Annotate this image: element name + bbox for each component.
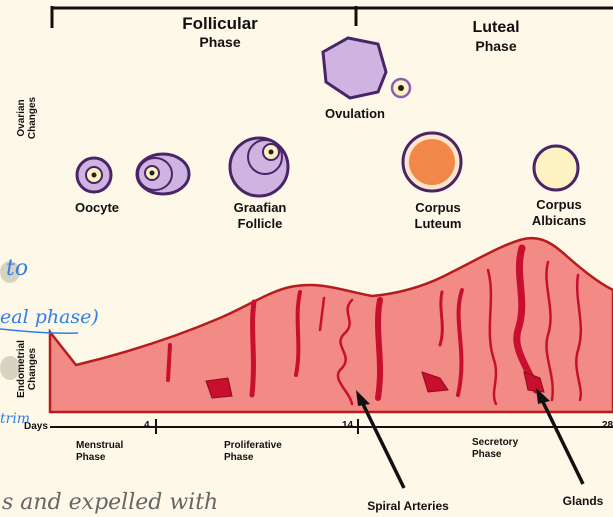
corpus-albicans bbox=[534, 146, 578, 190]
ovarian-line2: Changes bbox=[27, 88, 38, 148]
proliferative-line1: Proliferative bbox=[224, 440, 282, 452]
released-ovum bbox=[392, 79, 410, 97]
menstrual-phase-label: Menstrual Phase bbox=[76, 440, 123, 464]
luteal-line2: Phase bbox=[446, 37, 546, 56]
oocyte-primary bbox=[77, 158, 111, 192]
corpus-luteum bbox=[403, 133, 461, 191]
proliferative-phase-label: Proliferative Phase bbox=[224, 440, 282, 464]
glands-label: Glands bbox=[553, 494, 613, 508]
ovulation-label: Ovulation bbox=[310, 106, 400, 121]
menstrual-line1: Menstrual bbox=[76, 440, 123, 452]
graafian-line1: Graafian bbox=[220, 200, 300, 216]
corpus-luteum-line2: Luteum bbox=[398, 216, 478, 232]
secretory-phase-label: Secretory Phase bbox=[472, 437, 518, 461]
follicular-line1: Follicular bbox=[160, 14, 280, 33]
oocyte-developing bbox=[137, 154, 189, 194]
graafian-line2: Follicle bbox=[220, 216, 300, 232]
oocyte-label: Oocyte bbox=[62, 200, 132, 215]
handwriting-note-1: to bbox=[6, 256, 28, 281]
corpus-luteum-line1: Corpus bbox=[398, 200, 478, 216]
handwriting-note-2: eal phase) bbox=[0, 306, 99, 328]
handwriting-note-3: trim bbox=[0, 411, 30, 427]
ovarian-line1: Ovarian bbox=[16, 88, 27, 148]
endometrial-changes-label: Endometrial Changes bbox=[16, 336, 38, 402]
corpus-albicans-line1: Corpus bbox=[518, 197, 600, 213]
secretory-line2: Phase bbox=[472, 449, 518, 461]
menstrual-line2: Phase bbox=[76, 452, 123, 464]
corpus-albicans-line2: Albicans bbox=[518, 213, 600, 229]
handwriting-note-4: s and expelled with bbox=[2, 490, 218, 515]
luteal-line1: Luteal bbox=[446, 18, 546, 37]
days-axis bbox=[50, 419, 613, 434]
day-tick-14: 14 bbox=[342, 420, 353, 431]
secretory-line1: Secretory bbox=[472, 437, 518, 449]
day-tick-4: 4 bbox=[144, 420, 150, 431]
corpus-albicans-label: Corpus Albicans bbox=[518, 197, 600, 229]
graafian-follicle bbox=[230, 138, 288, 196]
spiral-arteries-label: Spiral Arteries bbox=[352, 499, 464, 513]
corpus-luteum-label: Corpus Luteum bbox=[398, 200, 478, 232]
follicular-phase-label: Follicular Phase bbox=[160, 14, 280, 52]
ovarian-changes-label: Ovarian Changes bbox=[16, 88, 38, 148]
day-tick-28: 28 bbox=[602, 420, 613, 431]
follicular-line2: Phase bbox=[160, 33, 280, 52]
endometrial-line1: Endometrial bbox=[16, 336, 27, 402]
luteal-phase-label: Luteal Phase bbox=[446, 18, 546, 56]
graafian-follicle-label: Graafian Follicle bbox=[220, 200, 300, 232]
endometrial-line2: Changes bbox=[27, 336, 38, 402]
ruptured-follicle bbox=[323, 38, 386, 98]
proliferative-line2: Phase bbox=[224, 452, 282, 464]
